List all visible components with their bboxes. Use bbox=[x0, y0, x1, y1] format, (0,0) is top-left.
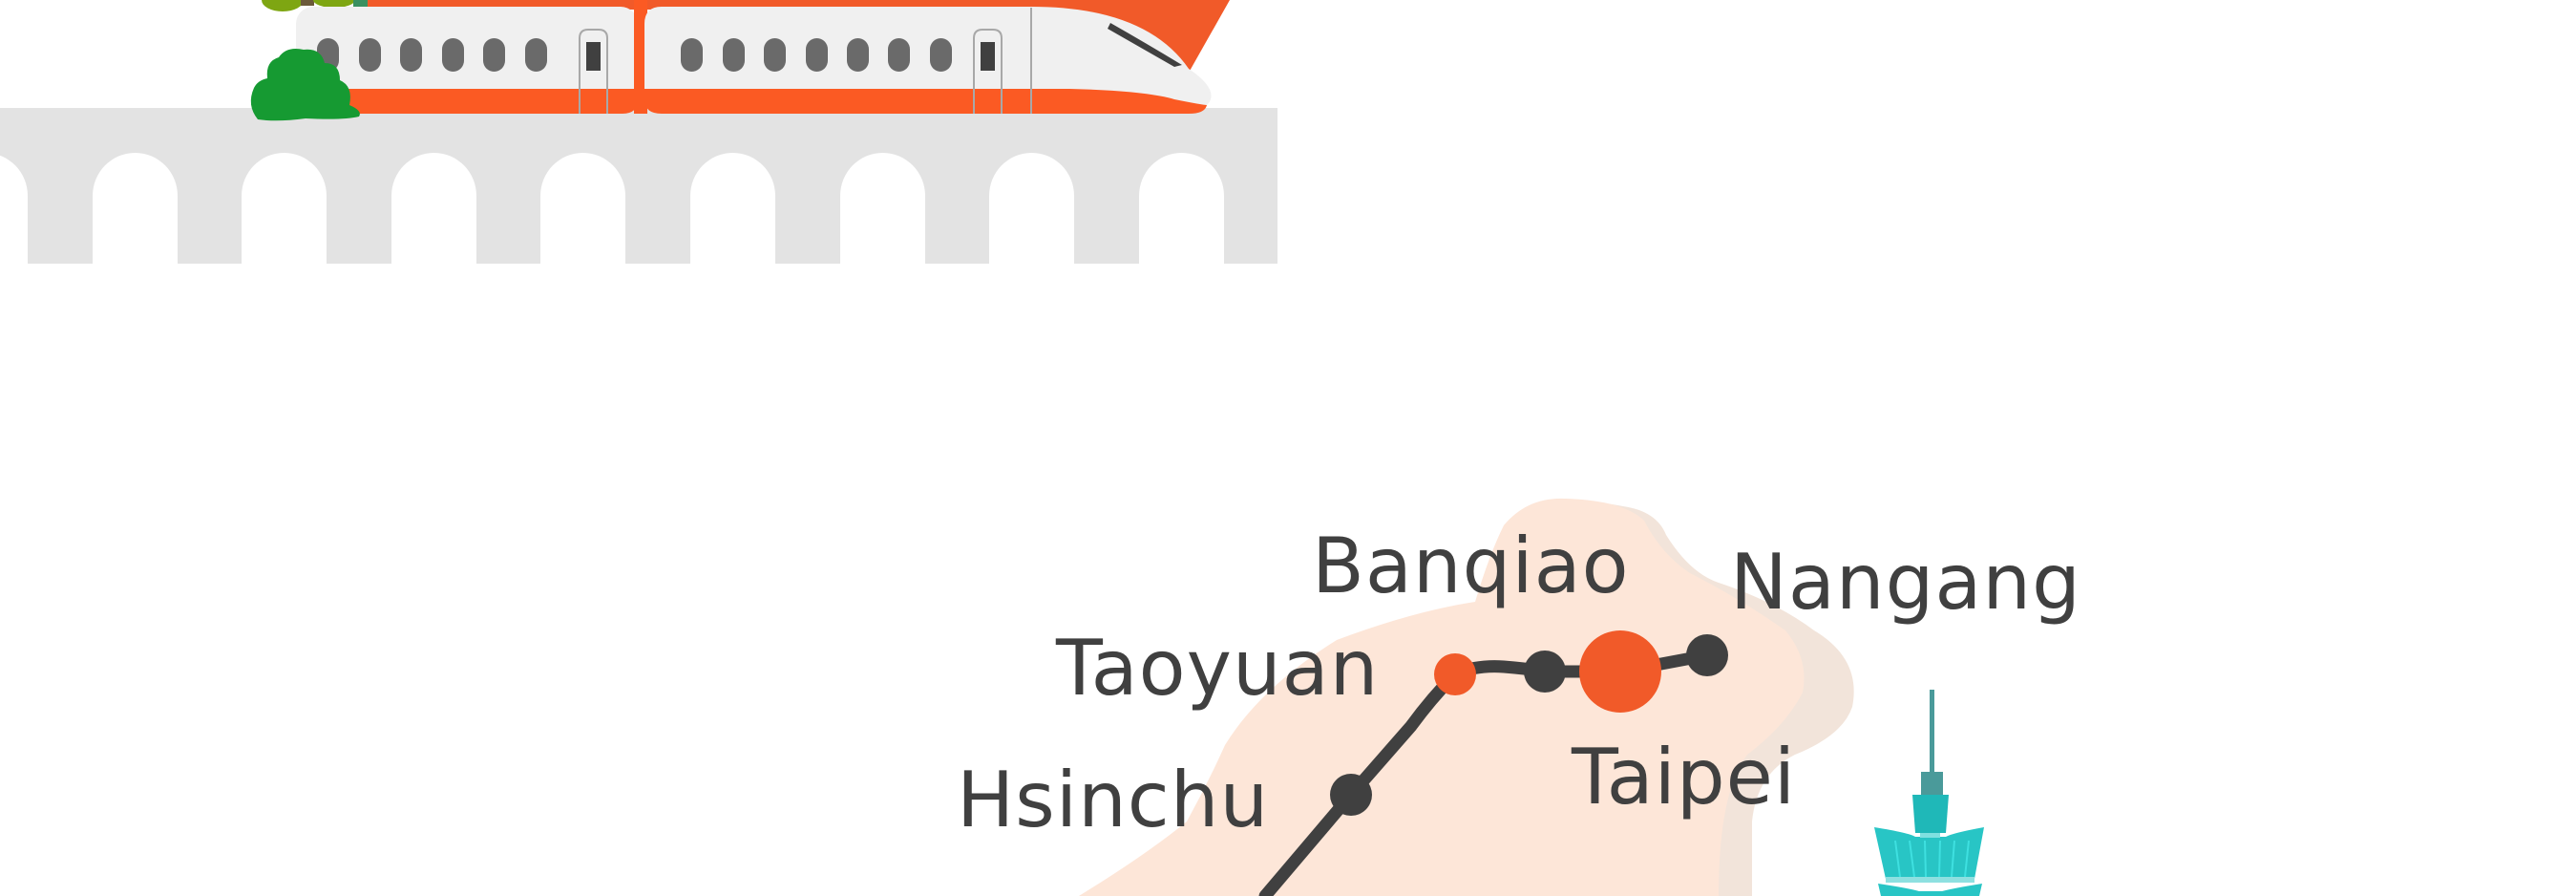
bush bbox=[250, 49, 360, 121]
stations bbox=[1330, 630, 1728, 816]
station-dot-taoyuan bbox=[1434, 653, 1476, 695]
station-dot-hsinchu bbox=[1330, 774, 1372, 816]
windows-car-2 bbox=[681, 38, 952, 72]
station-label-nangang: Nangang bbox=[1730, 538, 2081, 627]
doors bbox=[579, 8, 1032, 114]
station-label-hsinchu: Hsinchu bbox=[957, 756, 1270, 844]
taipei-101-tower-icon bbox=[1874, 690, 1984, 896]
station-dot-nangang bbox=[1686, 634, 1728, 676]
station-label-taipei: Taipei bbox=[1572, 733, 1797, 821]
train-car-1 bbox=[296, 7, 638, 114]
viaduct-bridge bbox=[0, 108, 1277, 264]
train bbox=[296, 0, 1230, 114]
windshield bbox=[1108, 23, 1182, 67]
station-dot-banqiao bbox=[1524, 651, 1566, 693]
train-car-2 bbox=[644, 7, 1212, 111]
station-label-banqiao: Banqiao bbox=[1312, 522, 1630, 610]
station-label-taoyuan: Taoyuan bbox=[1056, 624, 1380, 713]
station-dot-taipei bbox=[1579, 630, 1661, 713]
